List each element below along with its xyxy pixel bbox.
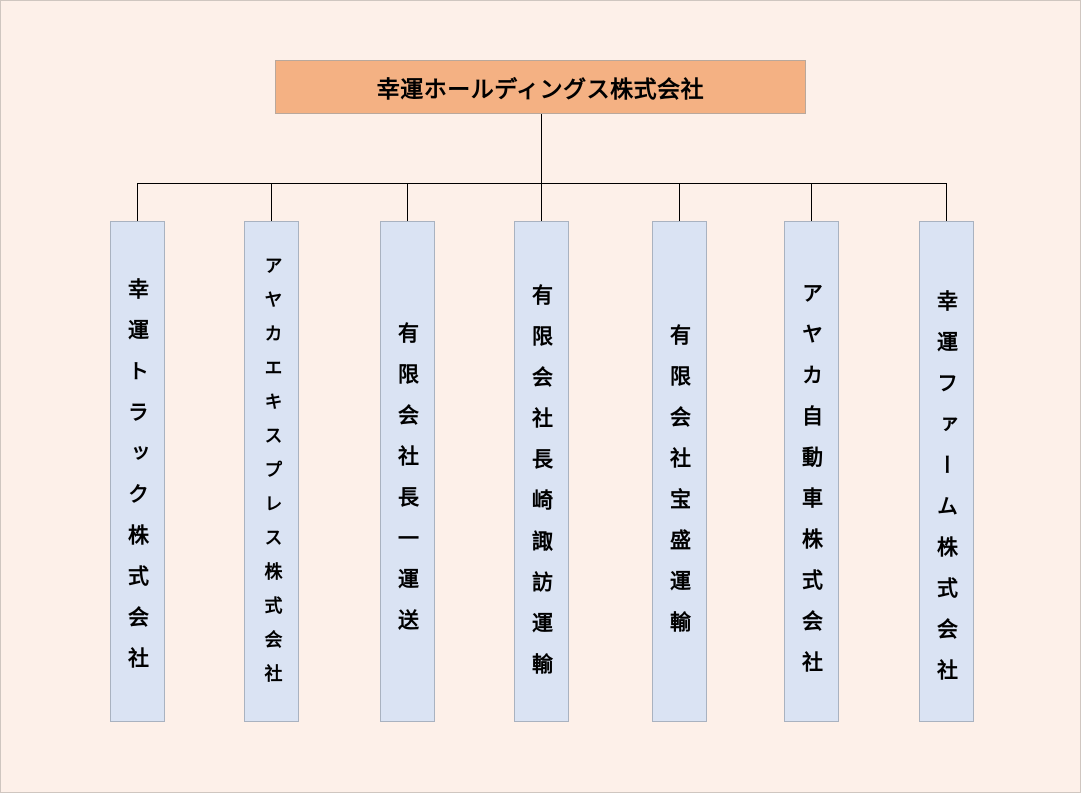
- subsidiary-label-3: 有限会社長一運送: [395, 322, 420, 650]
- subsidiary-label-2: アヤカエキスプレス株式会社: [261, 256, 283, 698]
- child-connector-line-3: [407, 183, 408, 221]
- subsidiary-box-3: 有限会社長一運送: [380, 221, 435, 722]
- subsidiary-box-4: 有限会社長崎諏訪運輸: [514, 221, 569, 722]
- subsidiary-box-6: アヤカ自動車株式会社: [784, 221, 839, 722]
- root-company-box: 幸運ホールディングス株式会社: [275, 60, 806, 114]
- child-connector-line-6: [811, 183, 812, 221]
- subsidiary-box-1: 幸運トラック株式会社: [110, 221, 165, 722]
- subsidiary-label-6: アヤカ自動車株式会社: [799, 282, 824, 692]
- root-connector-line: [541, 114, 542, 184]
- subsidiary-box-2: アヤカエキスプレス株式会社: [244, 221, 299, 722]
- child-connector-line-5: [679, 183, 680, 221]
- subsidiary-box-5: 有限会社宝盛運輸: [652, 221, 707, 722]
- subsidiary-label-4: 有限会社長崎諏訪運輸: [529, 284, 554, 694]
- subsidiary-label-5: 有限会社宝盛運輸: [667, 324, 692, 652]
- root-company-label: 幸運ホールディングス株式会社: [376, 77, 705, 103]
- subsidiary-label-7: 幸運ファーム株式会社: [934, 290, 959, 700]
- subsidiary-label-1: 幸運トラック株式会社: [125, 278, 150, 688]
- child-connector-line-7: [946, 183, 947, 221]
- child-connector-line-2: [271, 183, 272, 221]
- child-connector-line-1: [137, 183, 138, 221]
- horizontal-bus-line: [137, 183, 947, 184]
- subsidiary-box-7: 幸運ファーム株式会社: [919, 221, 974, 722]
- child-connector-line-4: [541, 183, 542, 221]
